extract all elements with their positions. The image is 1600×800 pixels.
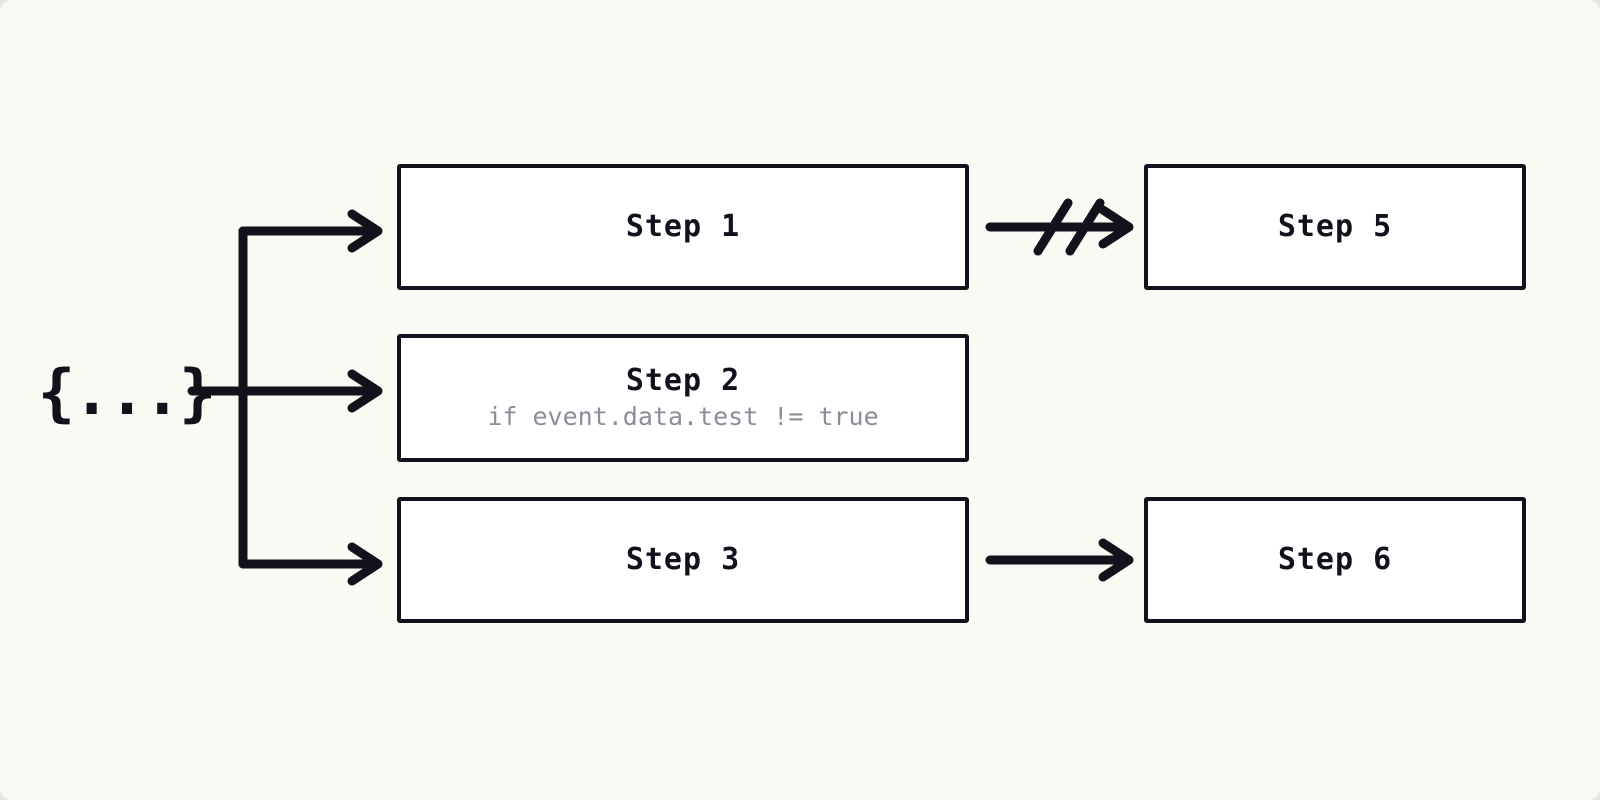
edge-break-slash-1-icon	[1033, 198, 1073, 256]
edge-step3-to-step6	[985, 538, 1134, 582]
node-step1-title: Step 1	[625, 208, 741, 244]
node-step3[interactable]: Step 3	[397, 497, 969, 623]
node-step6-title: Step 6	[1277, 541, 1393, 577]
node-step2-condition: if event.data.test != true	[487, 401, 879, 431]
edge-step1-to-step5	[985, 198, 1134, 256]
node-step5[interactable]: Step 5	[1144, 164, 1526, 290]
node-step1[interactable]: Step 1	[397, 164, 969, 290]
edge-step3-to-step6-arrowhead	[1098, 538, 1134, 582]
edge-step1-to-step5-arrowhead	[1098, 205, 1134, 249]
event-payload-token[interactable]: {...}	[37, 355, 217, 429]
edge-source-to-step1-arrowhead	[347, 209, 383, 253]
fork-connector-group	[187, 209, 383, 586]
node-step2-title: Step 2	[625, 363, 741, 399]
node-step2[interactable]: Step 2 if event.data.test != true	[397, 334, 969, 462]
node-step6[interactable]: Step 6	[1144, 497, 1526, 623]
node-step5-title: Step 5	[1277, 208, 1393, 244]
node-step3-title: Step 3	[625, 541, 741, 577]
edge-source-to-step3-arrowhead	[347, 542, 383, 586]
edge-source-to-step2-arrowhead	[347, 369, 383, 413]
edge-break-slash-2-icon	[1065, 198, 1105, 256]
